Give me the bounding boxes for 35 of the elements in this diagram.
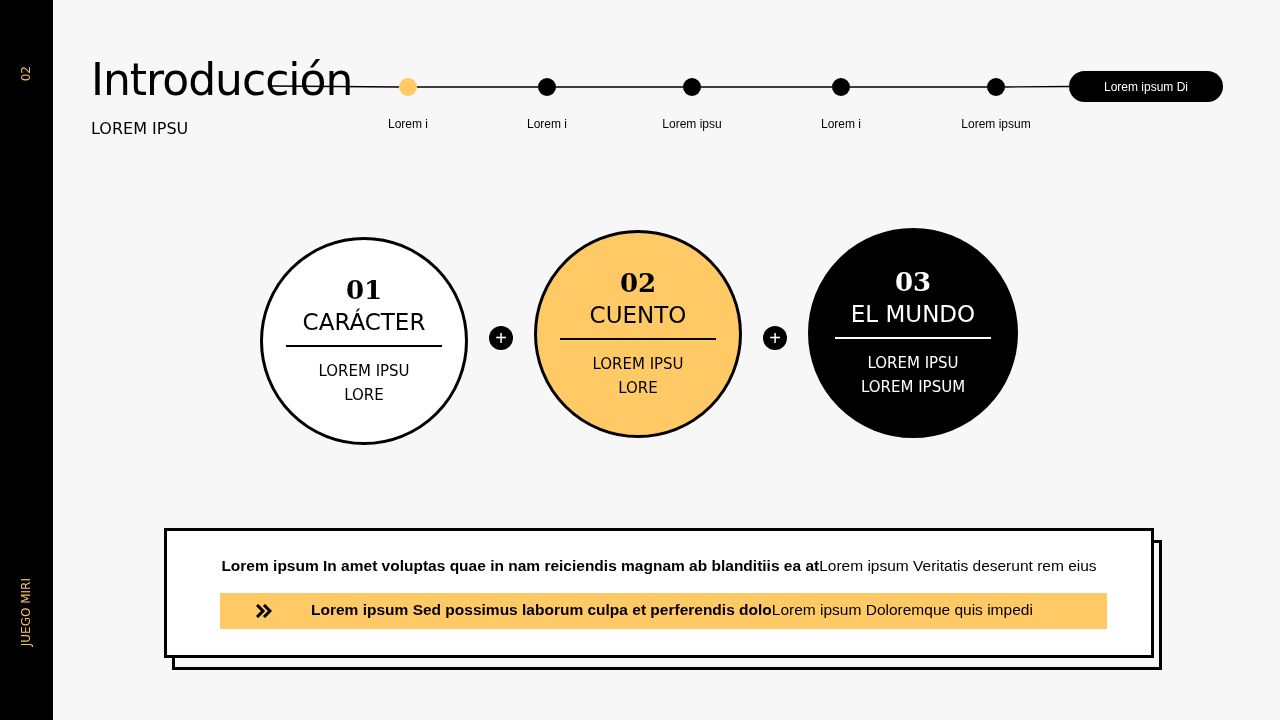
timeline-line [1004, 85, 1070, 88]
timeline-end-pill: Lorem ipsum Di [1069, 71, 1223, 102]
slide-title: Introducción [91, 54, 353, 105]
timeline-line [416, 86, 539, 88]
text-box [164, 528, 1154, 658]
circle-heading: EL MUNDO [835, 301, 991, 339]
page-number: 02 [19, 66, 33, 82]
timeline-label: Lorem i [388, 117, 428, 131]
subtitle: LOREM IPSU [91, 119, 189, 138]
plus-sign: + [489, 326, 513, 350]
step-number: 03 [894, 267, 932, 297]
circle-text: LOREM IPSU LOREM IPSUM [859, 353, 967, 398]
circle-text: LOREM IPSU LORE [317, 361, 411, 406]
circle-heading: CUENTO [560, 302, 716, 340]
circle-text: LOREM IPSU LORE [591, 354, 685, 399]
timeline-label: Lorem ipsu [662, 117, 722, 131]
timeline-line [555, 86, 684, 88]
timeline-dot [832, 78, 850, 96]
sentence: Lorem ipsum Sed possimus laborum culpa et perferendis doloLorem ipsum Doloremque quis impedi [311, 601, 1033, 619]
timeline-dot [987, 78, 1005, 96]
circle-heading: CARÁCTER [286, 309, 442, 347]
step-number: 02 [619, 268, 657, 298]
timeline-line [700, 86, 833, 88]
timeline-label: Lorem i [527, 117, 567, 131]
timeline-dot [538, 78, 556, 96]
sidebar-text: JUEGO MIRI [19, 578, 33, 647]
timeline-dot [399, 78, 417, 96]
plus-sign: + [763, 326, 787, 350]
step-number: 01 [345, 275, 383, 305]
sentence: Lorem ipsum In amet voluptas quae in nam reiciendis magnam ab blanditiis ea atLorem ipsum Veritatis deserunt rem eius [220, 557, 1098, 575]
timeline-dot [683, 78, 701, 96]
timeline-label: Lorem ipsum [961, 117, 1031, 131]
timeline-label: Lorem i [821, 117, 861, 131]
highlight-band [220, 593, 1107, 629]
timeline-line [849, 86, 988, 88]
